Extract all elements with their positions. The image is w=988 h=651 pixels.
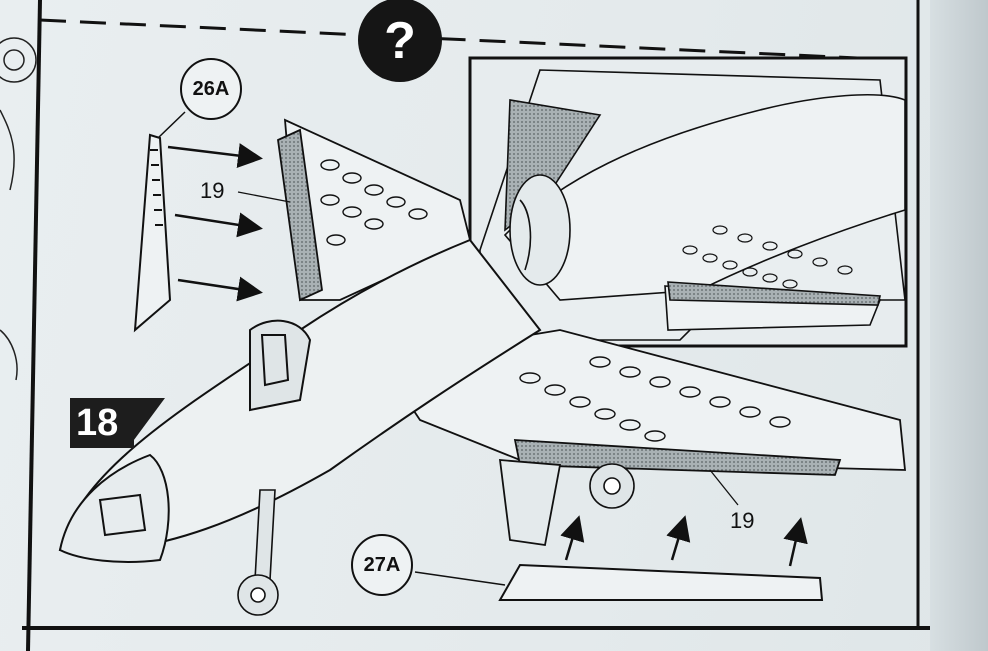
callout-26a-label: 26A xyxy=(192,78,230,100)
callout-27a-circle xyxy=(351,534,413,596)
step-badge-wedge xyxy=(128,398,165,448)
page-edge xyxy=(930,0,988,651)
right-wing-slots xyxy=(519,356,791,442)
27a-leader-line xyxy=(414,571,506,586)
part-19-lower-leader xyxy=(709,469,739,506)
part-19-upper-leader xyxy=(237,191,291,203)
question-mark-icon: ? xyxy=(358,0,442,82)
main-right-wing xyxy=(378,329,906,547)
main-left-wing xyxy=(277,118,472,302)
main-fuselage xyxy=(58,238,542,563)
previous-step-fragment xyxy=(0,37,37,381)
26a-arrows xyxy=(167,143,263,302)
panel-borders xyxy=(22,0,930,651)
part-26a-flap xyxy=(133,133,172,333)
27a-arrows xyxy=(560,515,808,567)
left-wing-slots xyxy=(320,159,428,246)
part-27a-flap xyxy=(498,563,824,601)
callout-27a-label: 27A xyxy=(363,554,401,576)
svg-text:?: ? xyxy=(384,12,416,70)
part-19-lower-label: 19 xyxy=(730,508,755,533)
landing-gear xyxy=(237,463,635,616)
inset-wing-slots xyxy=(682,225,853,289)
inset-aircraft xyxy=(479,69,906,341)
26a-leader-line xyxy=(157,111,186,139)
callout-26a-circle xyxy=(180,58,242,120)
step-number-badge: 18 xyxy=(70,398,134,448)
part-19-upper-label: 19 xyxy=(200,178,225,203)
